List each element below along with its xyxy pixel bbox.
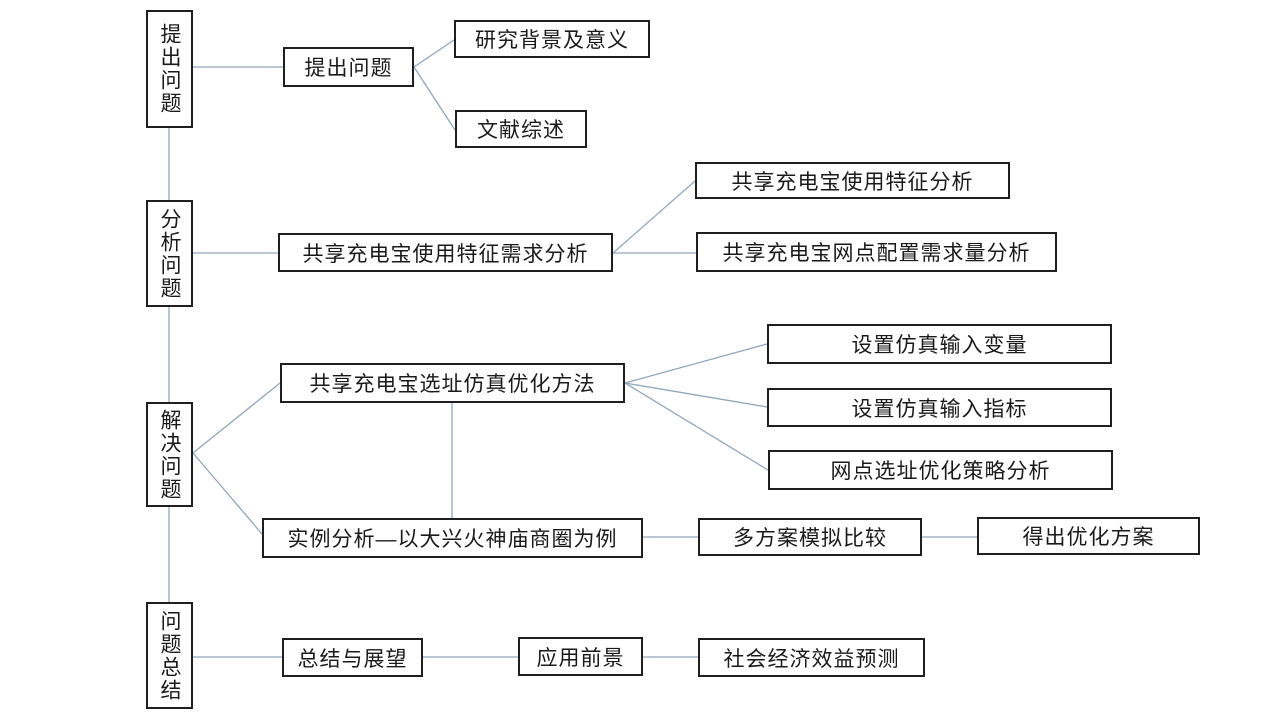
stage-problem-summary: 问题总结 xyxy=(146,602,193,709)
node-network-demand-analysis: 共享充电宝网点配置需求量分析 xyxy=(696,232,1057,272)
node-case-study: 实例分析—以大兴火神庙商圈为例 xyxy=(262,518,643,558)
stage-raise-problem: 提出问题 xyxy=(146,10,193,128)
node-summary-outlook: 总结与展望 xyxy=(282,638,423,677)
node-multi-scheme-comparison: 多方案模拟比较 xyxy=(698,518,922,556)
node-sim-input-variables: 设置仿真输入变量 xyxy=(767,324,1112,364)
node-literature-review: 文献综述 xyxy=(455,110,587,148)
node-application-prospect: 应用前景 xyxy=(518,637,643,676)
node-siting-simulation-method: 共享充电宝选址仿真优化方法 xyxy=(280,363,625,403)
node-socioeconomic-forecast: 社会经济效益预测 xyxy=(698,638,925,677)
node-usage-feature-analysis: 共享充电宝使用特征分析 xyxy=(695,162,1010,199)
node-raise-problem: 提出问题 xyxy=(283,47,414,87)
node-siting-strategy-analysis: 网点选址优化策略分析 xyxy=(768,450,1113,490)
node-sim-input-indicators: 设置仿真输入指标 xyxy=(767,388,1112,427)
stage-solve-problem: 解决问题 xyxy=(146,402,193,507)
node-usage-demand-analysis: 共享充电宝使用特征需求分析 xyxy=(278,233,613,272)
stage-analyze-problem: 分析问题 xyxy=(146,200,193,307)
node-optimized-scheme: 得出优化方案 xyxy=(977,517,1200,555)
node-research-background: 研究背景及意义 xyxy=(454,20,650,58)
